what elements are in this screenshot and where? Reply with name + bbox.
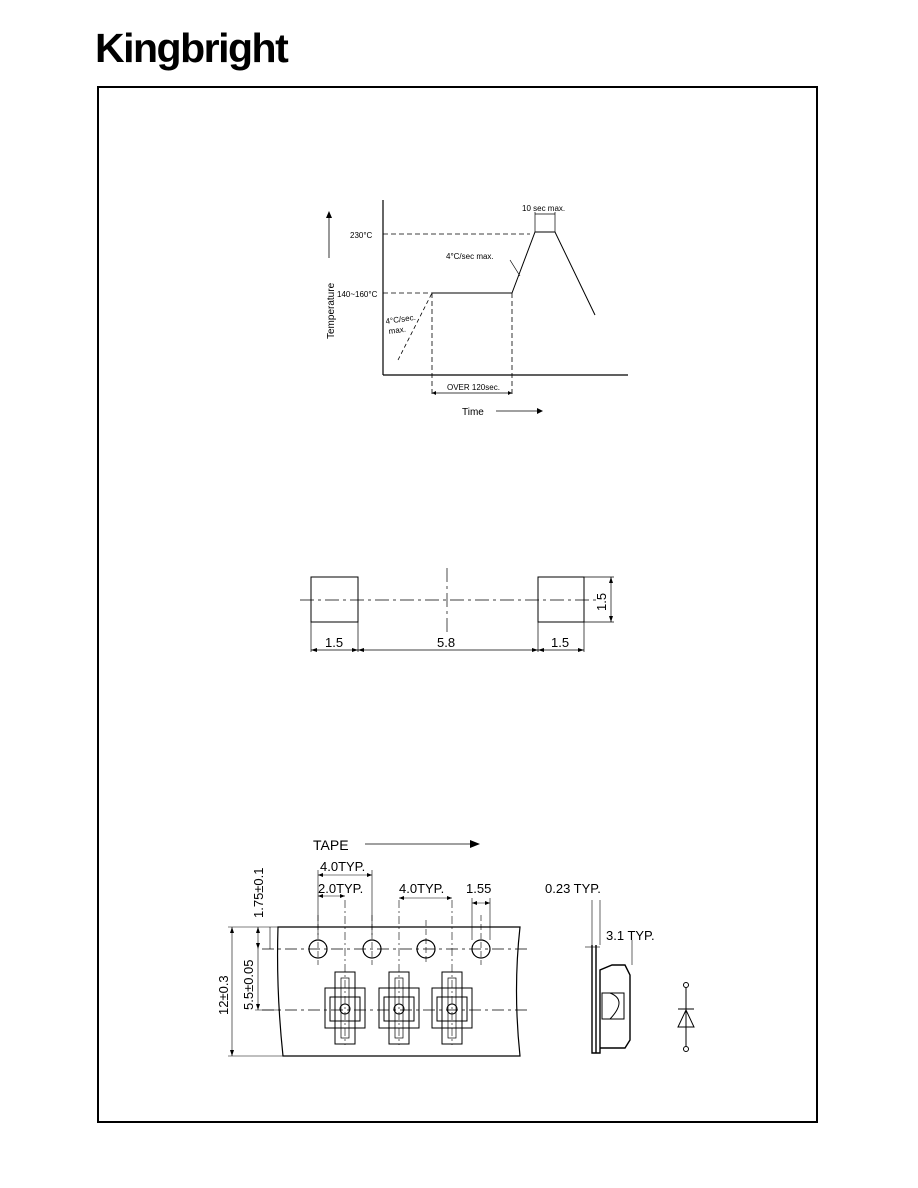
- preheat-temp-label: 140~160°C: [337, 290, 378, 299]
- pad-height: 1.5: [594, 593, 609, 611]
- tape-width-label: 12±0.3: [216, 975, 231, 1015]
- thickness-label: 0.23 TYP.: [545, 881, 601, 896]
- pad-dim-arrows: [311, 577, 613, 652]
- tape-direction-label: TAPE: [313, 837, 349, 853]
- pitch-2-label: 2.0TYP.: [318, 881, 363, 896]
- pitch-4-top-label: 4.0TYP.: [320, 859, 365, 874]
- y-axis-label: Temperature: [326, 282, 337, 339]
- initial-ramp-label-1: 4°C/sec.: [385, 313, 416, 326]
- reflow-profile-chart: [326, 200, 628, 414]
- preheat-duration-label: OVER 120sec.: [447, 383, 500, 392]
- content-frame: [97, 86, 818, 1123]
- x-axis-label: Time: [462, 407, 484, 418]
- tape-dim-arrows: [230, 873, 490, 1056]
- hole-dia-label: 1.55: [466, 881, 491, 896]
- pad-spacing: 5.8: [437, 635, 455, 650]
- brand-logo: Kingbright: [95, 25, 289, 71]
- edge-offset-label: 1.75±0.1: [251, 867, 266, 918]
- initial-ramp-label-2: max.: [388, 325, 406, 336]
- peak-duration-label: 10 sec max.: [522, 204, 565, 213]
- tape-drawing: [228, 840, 695, 1057]
- depth-label: 3.1 TYP.: [606, 928, 655, 943]
- pitch-4-label: 4.0TYP.: [399, 881, 444, 896]
- peak-temp-label: 230°C: [350, 231, 373, 240]
- ramp-up-rate-label: 4°C/sec max.: [446, 252, 494, 261]
- pad-width-left: 1.5: [325, 635, 343, 650]
- pad-width-right: 1.5: [551, 635, 569, 650]
- center-offset-label: 5.5±0.05: [241, 959, 256, 1010]
